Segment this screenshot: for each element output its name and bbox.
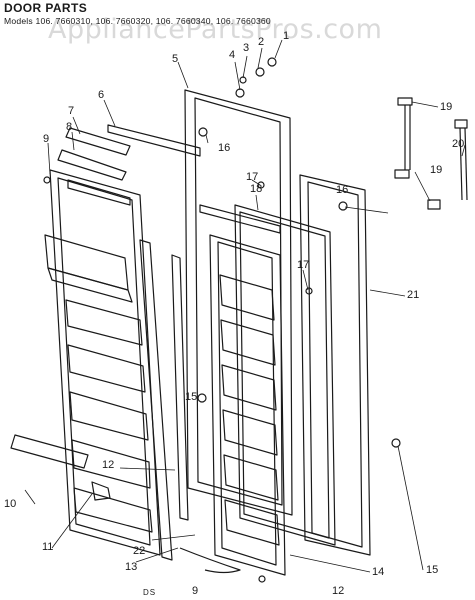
callout-3: 3 — [243, 42, 250, 54]
wire-spring — [179, 547, 241, 574]
callout-5: 5 — [172, 53, 179, 65]
callout-11: 11 — [42, 541, 54, 553]
drawing-code: DS — [143, 588, 157, 597]
hinge-assembly — [394, 97, 468, 210]
callout-15-center: 15 — [185, 391, 198, 403]
fresh-food-door-liner — [209, 234, 286, 576]
drawing-number: 9 — [192, 585, 199, 597]
callout-15-right: 15 — [426, 564, 439, 576]
fasteners — [43, 57, 401, 583]
handle-parts — [10, 434, 111, 501]
callout-17-lower: 17 — [297, 259, 310, 271]
callout-19-lower: 19 — [430, 164, 443, 176]
fresh-food-door-panel — [299, 174, 371, 556]
leader-lines — [24, 39, 466, 573]
callout-16-left: 16 — [218, 142, 231, 154]
callout-8: 8 — [66, 121, 73, 133]
callout-7: 7 — [68, 105, 75, 117]
callout-13: 13 — [125, 561, 138, 573]
freezer-door-gasket — [139, 239, 189, 561]
callout-2: 2 — [258, 36, 265, 48]
top-retainer — [57, 124, 201, 181]
callout-9: 9 — [43, 133, 50, 145]
callout-14: 14 — [372, 566, 385, 578]
callout-20: 20 — [452, 138, 465, 150]
callout-1: 1 — [283, 30, 290, 42]
callout-12-left: 12 — [102, 459, 115, 471]
watermark: AppliancePartsPros.com — [48, 14, 383, 45]
callout-21: 21 — [407, 289, 420, 301]
callout-17-upper: 17 — [246, 171, 259, 183]
callout-19-upper: 19 — [440, 101, 453, 113]
callout-6: 6 — [98, 89, 105, 101]
callout-12-bottom: 12 — [332, 585, 345, 597]
callout-18: 18 — [250, 183, 263, 195]
freezer-door-liner — [44, 169, 161, 556]
callout-16-right: 16 — [336, 184, 349, 196]
callout-10: 10 — [4, 498, 17, 510]
freezer-door-panel — [184, 89, 293, 516]
diagram-title: DOOR PARTS — [4, 1, 88, 15]
model-numbers: Models 106. 7660310, 106. 7660320, 106. … — [4, 16, 271, 26]
callout-4: 4 — [229, 49, 236, 61]
callout-22: 22 — [133, 545, 146, 557]
